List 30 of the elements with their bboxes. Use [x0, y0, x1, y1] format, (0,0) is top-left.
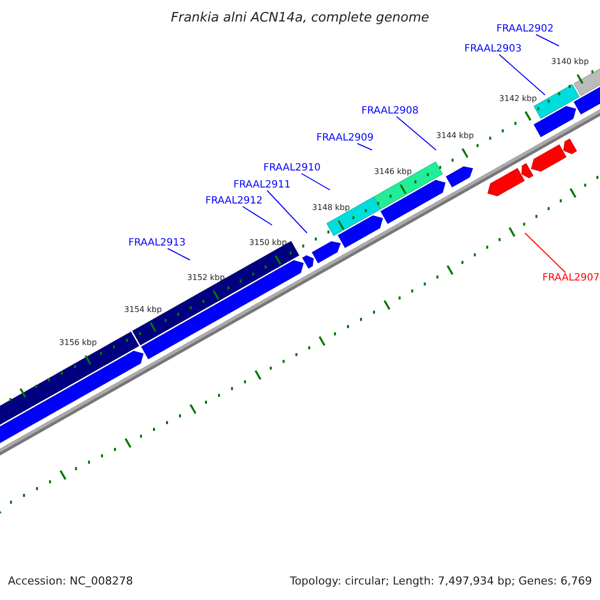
chart-title: Frankia alni ACN14a, complete genome [170, 12, 430, 24]
gene-label: FRAAL2913 [128, 238, 186, 248]
scale-label: 3144 kbp [436, 132, 474, 140]
accession-text: Accession: NC_008278 [8, 576, 134, 586]
gene-label: FRAAL2911 [233, 180, 291, 190]
leader-line [301, 173, 330, 190]
scale-label: 3148 kbp [312, 204, 350, 212]
leader-line [266, 190, 308, 234]
leader-line [396, 116, 436, 150]
gene-label: FRAAL2910 [263, 162, 321, 174]
leader-line [524, 232, 566, 273]
gene-label: FRAAL2912 [205, 196, 263, 206]
gene-label: FRAAL2902 [496, 24, 554, 34]
scale-label: 3152 kbp [187, 274, 225, 282]
scale-label: 3154 kbp [124, 306, 162, 314]
scale-label: 3140 kbp [551, 58, 589, 66]
scale-label: 3146 kbp [374, 168, 412, 176]
scale-label: 3150 kbp [249, 239, 287, 247]
gene-label: FRAAL2903 [464, 44, 522, 54]
scale-label: 3156 kbp [59, 339, 97, 347]
gene-label: FRAAL2908 [361, 106, 419, 116]
leader-line [242, 206, 272, 226]
leader-line [356, 143, 372, 150]
leader-line [498, 54, 546, 96]
gene-label: FRAAL2909 [316, 132, 374, 144]
leader-line [167, 248, 190, 260]
genome-info-text: Topology: circular; Length: 7,497,934 bp; Genes: 6,769 [290, 576, 592, 586]
leader-line [536, 34, 560, 46]
gene-label: FRAAL2907 [542, 272, 600, 284]
scale-label: 3142 kbp [499, 95, 537, 103]
